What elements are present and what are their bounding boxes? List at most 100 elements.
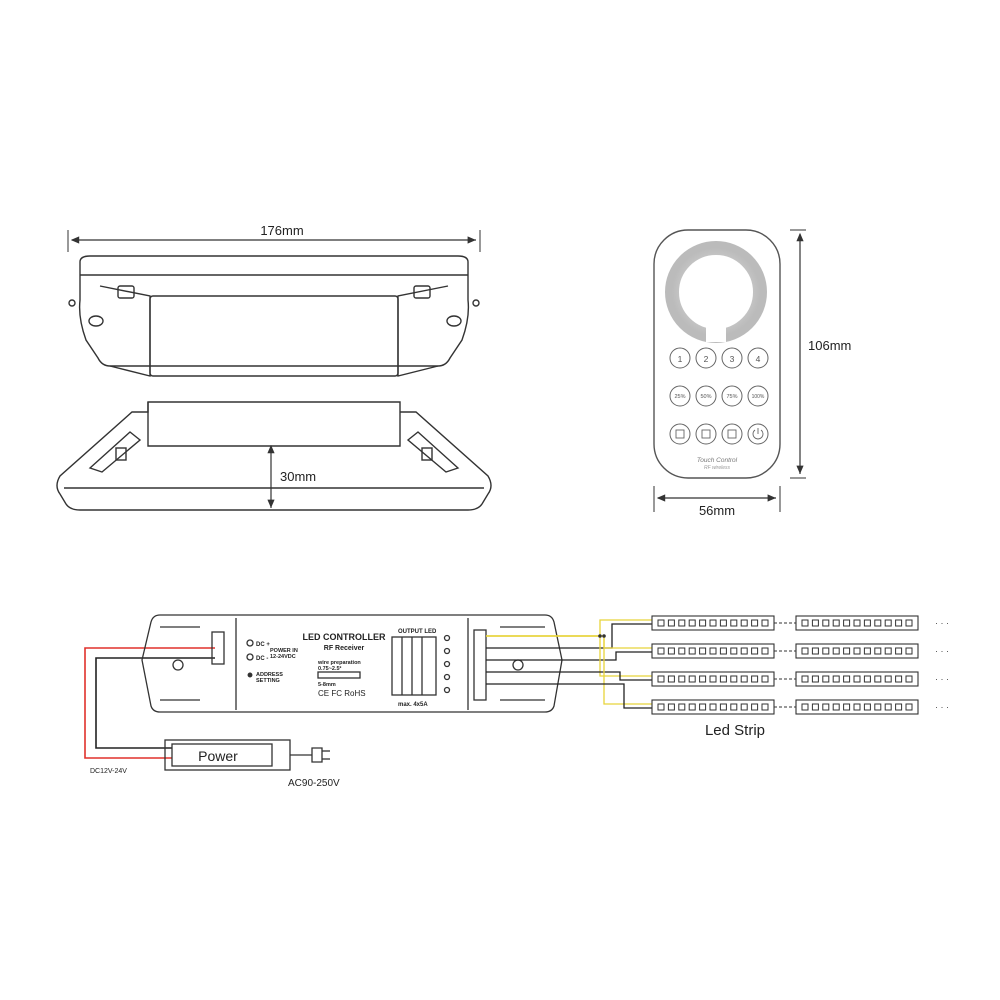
led-chip [678,647,686,655]
led-chip [761,619,769,627]
led-chip [751,703,759,711]
remote-height-label: 106mm [808,338,851,353]
led-chip [905,703,913,711]
level-button-100 [747,385,769,407]
zone-label-1: 1 [678,354,683,364]
dimension-remote-width: 56mm [653,486,781,518]
led-chip [853,647,861,655]
power-input-wires [84,647,215,759]
zone-label-2: 2 [704,354,709,364]
length-label: 176mm [260,223,303,238]
led-chip [895,647,903,655]
led-chip [811,619,819,627]
led-chip [699,675,707,683]
led-chip [874,703,882,711]
level-button-75 [721,385,743,407]
led-chip [751,619,759,627]
led-chip [895,675,903,683]
power-in-label: POWER IN [270,648,298,654]
controller-top-view [68,255,480,377]
wire-prep-label: wire preparation [317,660,361,666]
zone-button-1 [669,347,691,369]
led-chip [688,647,696,655]
led-chip [730,675,738,683]
led-chip [884,619,892,627]
controller-subtitle: RF Receiver [324,645,365,652]
led-chip [667,647,675,655]
led-chip [853,619,861,627]
level-button-25 [669,385,691,407]
save-scene-icon [727,429,737,439]
led-chip [761,675,769,683]
remote-zone-buttons [669,347,769,445]
led-chip [699,647,707,655]
level-button-50 [695,385,717,407]
wire-length-label: 5-8mm [318,682,336,688]
level-label-50: 50% [700,394,711,400]
led-chip [730,619,738,627]
led-chip [751,675,759,683]
led-chip [843,703,851,711]
dc-voltage-label: DC12V-24V [90,768,127,775]
level-label-100: 100% [752,394,765,400]
led-chip [822,703,830,711]
scene-button-1 [669,423,691,445]
led-chip [730,703,738,711]
led-chip [709,619,717,627]
power-supply [164,739,330,771]
remote-brand-line1: Touch Control [697,457,738,464]
power-range-label: 12-24VDC [270,654,296,660]
controller-wiring-view [141,614,563,713]
led-chip [740,675,748,683]
led-chip [884,675,892,683]
strip-ellipsis-4: · · · [935,702,949,712]
led-chip [811,703,819,711]
led-chip [832,647,840,655]
led-chip [843,619,851,627]
save-scene-icon [675,429,685,439]
led-chip [863,619,871,627]
led-chip [688,619,696,627]
led-chip [801,675,809,683]
led-chip [822,619,830,627]
cert-marks: CE FC RoHS [318,689,366,698]
save-scene-icon [701,429,711,439]
led-chip [761,703,769,711]
height-label: 30mm [280,469,316,484]
led-chip [832,619,840,627]
led-chip [822,647,830,655]
controller-side-view [56,401,492,511]
ac-voltage-label: AC90-250V [288,778,340,789]
strip-ellipsis-2: · · · [935,646,949,656]
led-chip [709,675,717,683]
led-chip [657,675,665,683]
remote-width-label: 56mm [699,503,735,518]
led-chip [657,703,665,711]
color-wheel-ring [665,241,767,343]
led-chip [688,703,696,711]
led-chip [853,703,861,711]
led-chip [801,619,809,627]
led-chip [740,703,748,711]
led-chip [863,703,871,711]
led-strips [651,615,919,715]
led-chip [657,619,665,627]
led-chip [874,619,882,627]
zone-button-4 [747,347,769,369]
led-chip [740,647,748,655]
zone-button-2 [695,347,717,369]
led-chip [884,647,892,655]
output-wires [486,619,652,709]
wire-size-label: 0.75~2.5² [318,665,342,672]
led-chip [719,675,727,683]
zone-label-4: 4 [756,354,761,364]
led-chip [843,675,851,683]
led-chip [667,703,675,711]
led-chip [863,647,871,655]
address-setting-label-2: SETTING [256,678,280,684]
max-current-label: max. 4x5A [398,702,428,708]
controller-title: LED CONTROLLER [303,632,386,642]
led-chip [863,675,871,683]
led-chip [730,647,738,655]
